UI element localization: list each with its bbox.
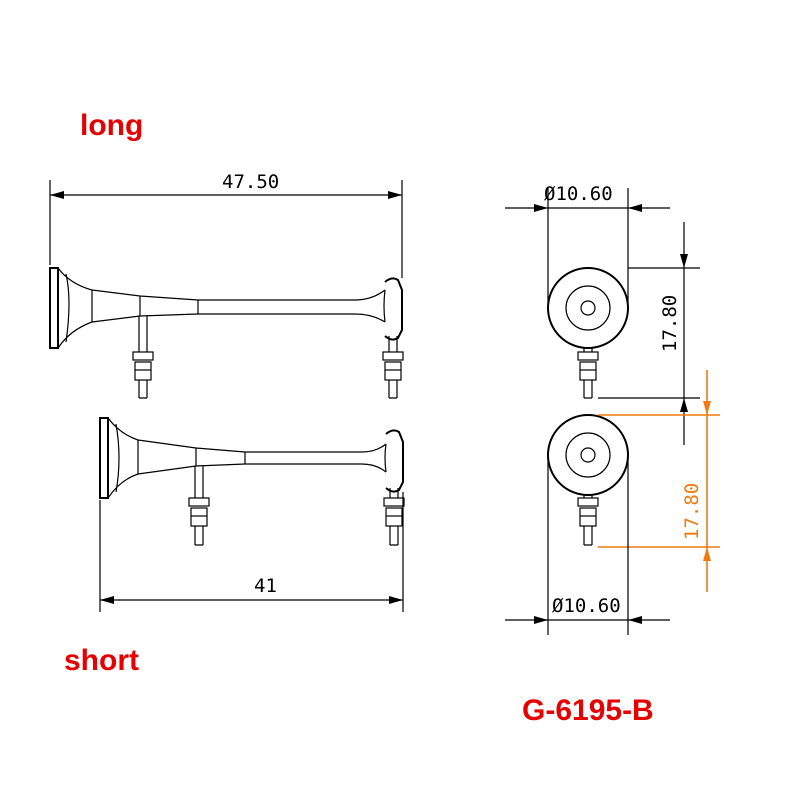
model-number-label: G-6195-B (522, 694, 654, 727)
top-height-dimension: 17.80 (598, 222, 700, 445)
short-horn-side-view (99, 417, 405, 546)
bottom-diameter-dimension: Ø10.60 (505, 455, 670, 635)
top-height-value: 17.80 (659, 295, 681, 352)
top-diameter-dimension: Ø10.60 (505, 183, 670, 308)
short-length-dimension: 41 (99, 492, 404, 612)
short-length-value: 41 (254, 575, 277, 597)
bottom-front-view (547, 414, 629, 546)
bottom-diameter-value: Ø10.60 (552, 595, 621, 617)
top-diameter-value: Ø10.60 (544, 183, 613, 205)
short-label: short (64, 644, 139, 677)
long-length-dimension: 47.50 (49, 171, 403, 278)
long-label: long (80, 109, 143, 142)
bottom-height-value: 17.80 (681, 483, 703, 540)
long-length-value: 47.50 (222, 171, 279, 193)
long-horn-side-view (49, 267, 404, 399)
bottom-height-dimension: 17.80 (598, 370, 720, 592)
top-front-view (547, 267, 629, 399)
